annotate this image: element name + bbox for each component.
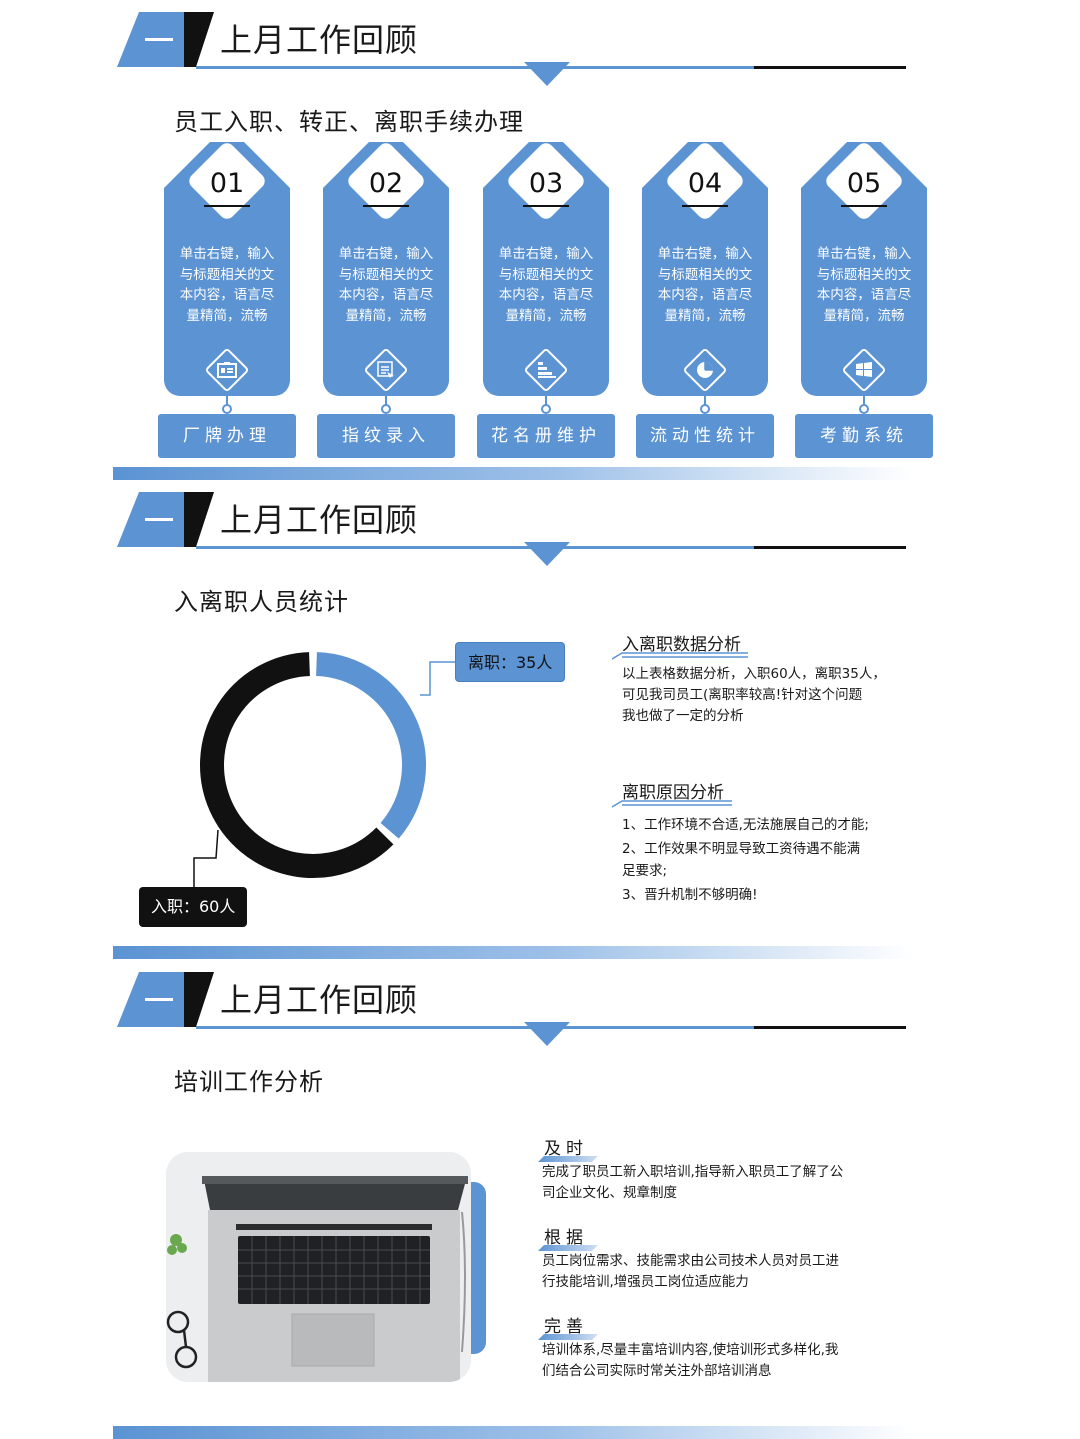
header-rule-blue [196,546,754,549]
data-analysis-heading: 入离职数据分析 [622,635,741,655]
reason-analysis-heading: 离职原因分析 [622,783,724,803]
card-label: 厂牌办理 [158,414,296,458]
header-accent [184,492,214,547]
text-line: 员工岗位需求、技能需求由公司技术人员对员工进 [542,1253,839,1269]
header-rule-black [754,546,906,549]
card-number-underline [363,205,409,207]
card-number: 02 [368,168,404,199]
text-line: 以上表格数据分析，入职60人，离职35人， [622,666,886,682]
data-analysis-text: 以上表格数据分析，入职60人，离职35人， 可见我司员工(离职率较高!针对这个问… [622,664,886,727]
laptop-photo [166,1152,471,1382]
card-label: 花名册维护 [477,414,615,458]
card-number: 05 [846,168,882,199]
reason-item: 3、晋升机制不够明确! [622,887,758,903]
card-number-underline [682,205,728,207]
header-accent [184,12,214,67]
step-card: 02 单击右键，输入与标题相关的文本内容，语言尽量精简，流畅 指纹录入 [317,139,455,458]
section-header-3: 上月工作回顾 [0,960,1080,1050]
donut-chart [193,652,455,888]
card-dot [381,404,391,414]
section-title: 上月工作回顾 [220,501,419,539]
section-divider [113,467,913,480]
text-line: 们结合公司实际时常关注外部培训消息 [542,1363,772,1379]
training-text: 员工岗位需求、技能需求由公司技术人员对员工进 行技能培训,增强员工岗位适应能力 [542,1251,872,1293]
text-line: 完成了职员工新入职培训,指导新入职员工了解了公 [542,1164,844,1180]
header-dash [145,998,173,1001]
header-triangle [524,1022,570,1046]
card-text: 单击右键，输入与标题相关的文本内容，语言尽量精简，流畅 [816,246,912,324]
header-triangle [524,62,570,86]
header-accent [184,972,214,1027]
heading-underline [612,652,748,660]
header-rule-black [754,66,906,69]
section-subtitle: 入离职人员统计 [174,588,349,616]
reason-item: 1、工作环境不合适,无法施展自己的才能; [622,817,869,833]
card-dot [859,404,869,414]
card-number-underline [841,205,887,207]
card-dot [541,404,551,414]
fingerprint-icon [363,347,409,393]
card-number: 01 [209,168,245,199]
section-divider [113,946,913,959]
step-card: 04 单击右键，输入与标题相关的文本内容，语言尽量精简，流畅 流动性统计 [636,139,774,458]
leave-leader-line [420,661,455,696]
section-subtitle: 培训工作分析 [174,1068,324,1096]
training-heading: 及时 [544,1139,588,1159]
header-rule-black [754,1026,906,1029]
header-rule-blue [196,1026,754,1029]
reason-list: 1、工作环境不合适,无法施展自己的才能; 2、工作效果不明显导致工资待遇不能满 … [622,814,869,906]
card-label: 指纹录入 [317,414,455,458]
card-text: 单击右键，输入与标题相关的文本内容，语言尽量精简，流畅 [498,246,594,324]
section-title: 上月工作回顾 [220,21,419,59]
reason-item: 足要求; [622,863,668,879]
section-title: 上月工作回顾 [220,981,419,1019]
header-rule-blue [196,66,754,69]
text-line: 可见我司员工(离职率较高!针对这个问题 [622,687,863,703]
join-leader-line [193,829,219,888]
card-dot [700,404,710,414]
card-text: 单击右键，输入与标题相关的文本内容，语言尽量精简，流畅 [179,246,275,324]
card-number-underline [204,205,250,207]
header-dash [145,38,173,41]
section-header-2: 上月工作回顾 [0,480,1080,570]
card-text: 单击右键，输入与标题相关的文本内容，语言尽量精简，流畅 [657,246,753,324]
text-line: 我也做了一定的分析 [622,708,744,724]
card-number-underline [523,205,569,207]
training-heading: 根据 [544,1228,588,1248]
training-heading: 完善 [544,1317,588,1337]
text-line: 行技能培训,增强员工岗位适应能力 [542,1274,749,1290]
text-line: 培训体系,尽量丰富培训内容,使培训形式多样化,我 [542,1342,839,1358]
section-header-1: 上月工作回顾 [0,0,1080,90]
card-number: 04 [687,168,723,199]
training-underline [538,1156,598,1162]
card-text: 单击右键，输入与标题相关的文本内容，语言尽量精简，流畅 [338,246,434,324]
id-card-icon [204,347,250,393]
step-card: 03 单击右键，输入与标题相关的文本内容，语言尽量精简，流畅 花名册维护 [477,139,615,458]
heading-underline [612,800,732,808]
card-number: 03 [528,168,564,199]
header-triangle [524,542,570,566]
windows-icon [841,347,887,393]
card-label: 流动性统计 [636,414,774,458]
section-subtitle: 员工入职、转正、离职手续办理 [174,108,524,136]
header-dash [145,518,173,521]
pie-chart-icon [682,347,728,393]
training-text: 培训体系,尽量丰富培训内容,使培训形式多样化,我 们结合公司实际时常关注外部培训… [542,1340,872,1382]
reason-item: 2、工作效果不明显导致工资待遇不能满 [622,841,861,857]
card-label: 考勤系统 [795,414,933,458]
join-label: 入职：60人 [139,887,248,927]
leave-label: 离职：35人 [455,642,566,682]
donut-slice-0 [315,652,426,839]
training-underline [538,1245,598,1251]
training-text: 完成了职员工新入职培训,指导新入职员工了解了公 司企业文化、规章制度 [542,1162,872,1204]
text-line: 司企业文化、规章制度 [542,1185,677,1201]
laptop-illustration [166,1152,471,1382]
training-underline [538,1334,598,1340]
section-divider [113,1426,913,1439]
card-dot [222,404,232,414]
step-card: 01 单击右键，输入与标题相关的文本内容，语言尽量精简，流畅 厂牌办理 [158,139,296,458]
step-card: 05 单击右键，输入与标题相关的文本内容，语言尽量精简，流畅 考勤系统 [795,139,933,458]
donut-slice-1 [200,652,394,878]
bar-stack-icon [523,347,569,393]
